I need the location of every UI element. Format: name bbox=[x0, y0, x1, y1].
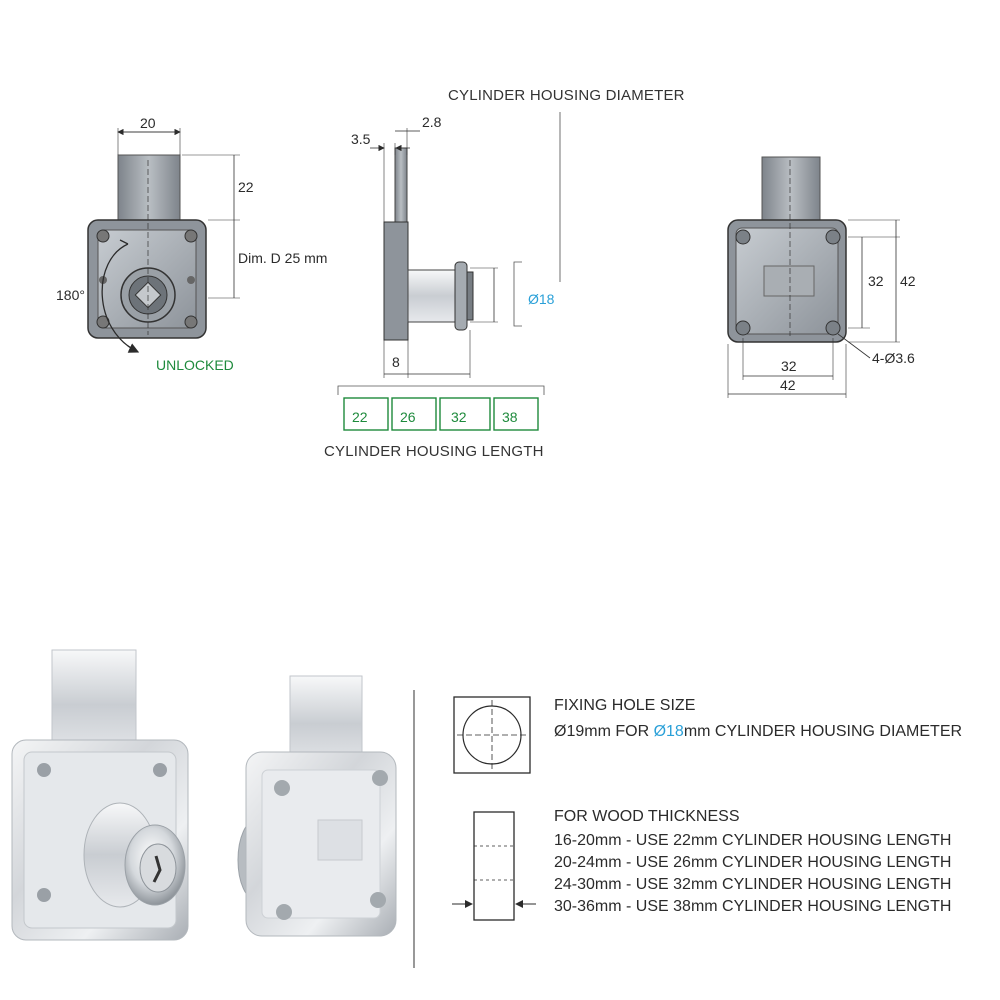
dim-2-8: 2.8 bbox=[422, 114, 442, 130]
dim-42-h: 42 bbox=[780, 377, 796, 393]
front-view: 20 22 Dim. D 25 mm 180° UNLOCKED bbox=[56, 115, 327, 373]
length-box bbox=[391, 397, 437, 431]
dim-32-h: 32 bbox=[781, 358, 797, 374]
screw-hole bbox=[735, 229, 751, 245]
unlocked-label: UNLOCKED bbox=[156, 357, 234, 373]
wood-thickness-icon bbox=[452, 811, 536, 921]
wood-info: FOR WOOD THICKNESS 16-20mm - USE 22mm CY… bbox=[554, 808, 951, 918]
lock-photo-back bbox=[237, 675, 397, 937]
dim-d-label: Dim. D 25 mm bbox=[238, 250, 327, 266]
fixing-line-b: Ø18 bbox=[653, 723, 684, 740]
lock-photo-front bbox=[11, 649, 189, 941]
cylinder-housing bbox=[407, 269, 459, 323]
dim-3-5: 3.5 bbox=[351, 131, 371, 147]
rotation-arrow bbox=[101, 243, 140, 353]
wood-title: FOR WOOD THICKNESS bbox=[554, 808, 740, 825]
fixing-hole-icon bbox=[453, 696, 531, 774]
screw-hole bbox=[825, 320, 841, 336]
length-26: 26 bbox=[400, 409, 416, 425]
fixing-line: Ø19mm FOR Ø18mm CYLINDER HOUSING DIAMETE… bbox=[554, 721, 962, 743]
length-32: 32 bbox=[451, 409, 467, 425]
back-view: 32 42 32 42 4-Ø3.6 bbox=[727, 156, 916, 398]
fixing-title: FIXING HOLE SIZE bbox=[554, 697, 696, 714]
length-box bbox=[343, 397, 389, 431]
length-22: 22 bbox=[352, 409, 368, 425]
length-38: 38 bbox=[502, 409, 518, 425]
wood-row: 30-36mm - USE 38mm CYLINDER HOUSING LENG… bbox=[554, 898, 952, 915]
wood-row: 16-20mm - USE 22mm CYLINDER HOUSING LENG… bbox=[554, 832, 952, 849]
length-box bbox=[439, 397, 491, 431]
bolt-side bbox=[394, 147, 408, 229]
dim-20: 20 bbox=[140, 115, 156, 131]
dim-22: 22 bbox=[238, 179, 254, 195]
dim-32-v: 32 bbox=[868, 273, 884, 289]
screw-hole bbox=[184, 315, 198, 329]
screw-hole bbox=[96, 229, 110, 243]
wood-row: 20-24mm - USE 26mm CYLINDER HOUSING LENG… bbox=[554, 854, 952, 871]
length-box bbox=[493, 397, 539, 431]
screw-hole bbox=[184, 229, 198, 243]
diameter-18: Ø18 bbox=[528, 291, 555, 307]
screw-hole bbox=[735, 320, 751, 336]
plate-side bbox=[383, 221, 409, 341]
fixing-line-a: Ø19mm FOR bbox=[554, 723, 654, 740]
screw-hole bbox=[825, 229, 841, 245]
length-options: 22 26 32 38 bbox=[343, 397, 539, 431]
bolt bbox=[117, 154, 181, 231]
fixing-line-c: mm CYLINDER HOUSING DIAMETER bbox=[683, 723, 963, 740]
wood-row: 24-30mm - USE 32mm CYLINDER HOUSING LENG… bbox=[554, 876, 952, 893]
fixing-info: FIXING HOLE SIZE Ø19mm FOR Ø18mm CYLINDE… bbox=[554, 697, 962, 743]
diameter-caption: CYLINDER HOUSING DIAMETER bbox=[448, 87, 685, 104]
side-view: CYLINDER HOUSING DIAMETER 3.5 2.8 Ø18 8 … bbox=[324, 87, 685, 460]
dim-42-v: 42 bbox=[900, 273, 916, 289]
length-caption: CYLINDER HOUSING LENGTH bbox=[324, 443, 544, 460]
bolt-back bbox=[761, 156, 821, 228]
dim-8: 8 bbox=[392, 354, 400, 370]
holes-label: 4-Ø3.6 bbox=[872, 350, 915, 366]
back-recess bbox=[763, 265, 815, 297]
rotation-label: 180° bbox=[56, 287, 85, 303]
